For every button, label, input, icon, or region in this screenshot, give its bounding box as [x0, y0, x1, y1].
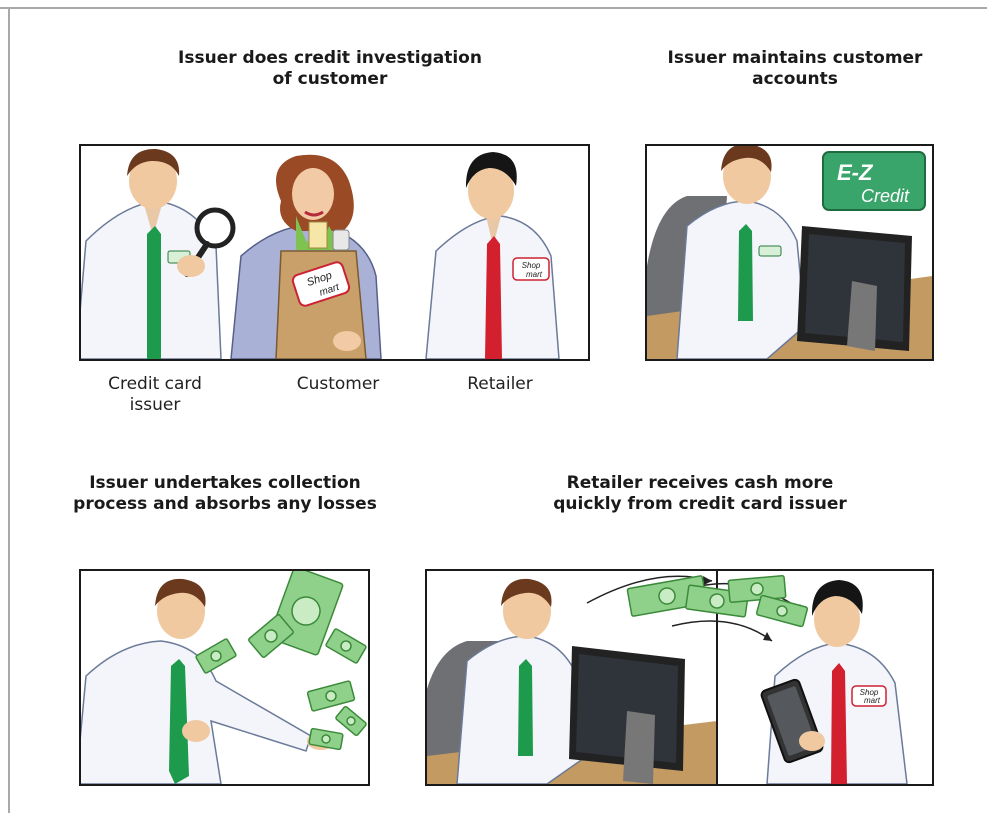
- caption-customer: Customer: [296, 374, 380, 394]
- step4-title-line2: quickly from credit card issuer: [553, 494, 847, 514]
- step4-title: Retailer receives cash more quickly from…: [530, 473, 870, 515]
- step3-title-line1: Issuer undertakes collection: [89, 473, 361, 493]
- ez-sign-line1: E-Z: [837, 160, 874, 185]
- frame-top-rule: [0, 7, 987, 9]
- retailer-figure: Shop mart: [425, 152, 560, 359]
- step1-title-line1: Issuer does credit investigation: [178, 48, 482, 68]
- step2-title-line1: Issuer maintains customer: [667, 48, 923, 68]
- cash-bills: [195, 571, 367, 751]
- issuer-at-desk-figure: [456, 578, 588, 784]
- retailer-receives-cash-illustration: Shop mart: [427, 571, 908, 784]
- shopmart-badge2-text-2: mart: [864, 696, 881, 705]
- step2-title: Issuer maintains customer accounts: [635, 48, 955, 90]
- ez-sign-line2: Credit: [861, 186, 910, 206]
- computer-monitor: [797, 226, 912, 351]
- shopmart-badge-text-1: Shop: [522, 261, 541, 270]
- issuer-seated-figure: [676, 146, 806, 359]
- cash-stack: [626, 575, 809, 628]
- credit-investigation-illustration: Shop mart Shop mart: [81, 148, 560, 359]
- maintains-accounts-illustration: E-Z Credit: [647, 146, 932, 359]
- issuer-figure: [81, 148, 236, 359]
- panel-collection: [79, 569, 370, 786]
- shopmart-retailer-badge-2: Shop mart: [851, 685, 887, 707]
- frame-left-rule: [8, 7, 10, 813]
- caption-issuer-line1: Credit card: [108, 374, 202, 394]
- ez-credit-sign: E-Z Credit: [822, 151, 926, 211]
- arrow-lower: [671, 620, 773, 642]
- shopmart-badge2-text-1: Shop: [860, 688, 879, 697]
- shopmart-retailer-badge: Shop mart: [512, 257, 550, 281]
- panel-credit-investigation: Shop mart Shop mart: [79, 144, 590, 361]
- shopmart-badge-text-2: mart: [526, 270, 543, 279]
- customer-figure: Shop mart: [230, 154, 382, 359]
- shopmart-bag-label: Shop mart: [291, 261, 351, 307]
- step3-title: Issuer undertakes collection process and…: [55, 473, 395, 515]
- desk-monitor: [569, 646, 685, 784]
- collection-illustration: [81, 571, 367, 784]
- panel-maintains-accounts: E-Z Credit: [645, 144, 934, 361]
- caption-retailer: Retailer: [467, 374, 533, 394]
- retailer-tablet-figure: Shop mart: [760, 580, 908, 784]
- step3-title-line2: process and absorbs any losses: [73, 494, 377, 514]
- step1-title-line2: of customer: [272, 69, 388, 89]
- caption-issuer-line2: issuer: [129, 395, 181, 415]
- step4-title-line1: Retailer receives cash more: [566, 473, 834, 493]
- step2-title-line2: accounts: [752, 69, 838, 89]
- panel-retailer-receives-cash: Shop mart: [425, 569, 934, 786]
- caption-issuer: Credit card issuer: [95, 374, 215, 416]
- step1-title: Issuer does credit investigation of cust…: [150, 48, 510, 90]
